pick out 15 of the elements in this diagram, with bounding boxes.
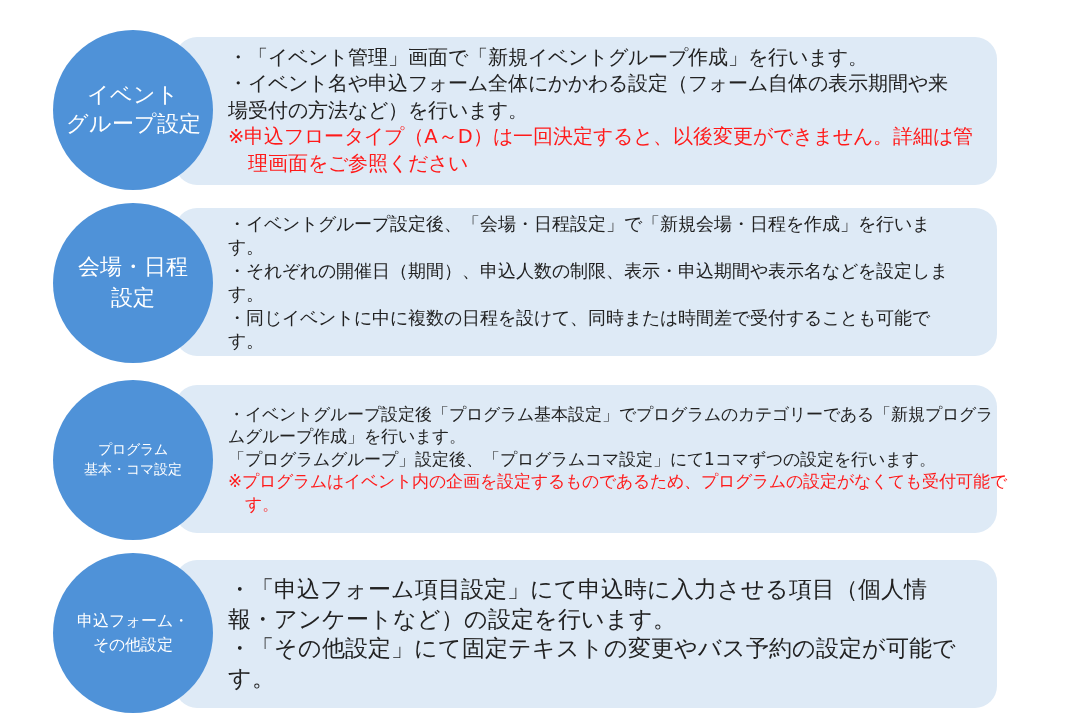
step-circle: イベントグループ設定: [53, 30, 213, 190]
step-circle: 会場・日程設定: [53, 203, 213, 363]
description-text: ・イベント名や申込フォーム全体にかかわる設定（フォーム自体の表示期間や来場受付の方法など）を行います。: [228, 71, 949, 124]
note-text: ※申込フロータイプ（A～D）は一回決定すると、以後変更ができません。詳細は管理画面をご参照ください: [228, 124, 974, 177]
description-text: ・「その他設定」にて固定テキストの変更やバス予約の設定が可能です。: [228, 634, 957, 693]
step-circle: 申込フォーム・その他設定: [53, 553, 213, 713]
description-text: ・「申込フォーム項目設定」にて申込時に入力させる項目（個人情報・アンケートなど）の設定を行います。: [228, 575, 928, 634]
description-text: ・同じイベントに中に複数の日程を設けて、同時または時間差で受付することも可能です。: [228, 305, 931, 353]
description-text: 「プログラムグループ」設定後、「プログラムコマ設定」にて1コマずつの設定を行います。: [228, 447, 937, 471]
note-text: ※プログラムはイベント内の企画を設定するものであるため、プログラムの設定がなくても受付可能です。: [228, 470, 1009, 516]
description-text: ・それぞれの開催日（期間）、申込人数の制限、表示・申込期間や表示名などを設定します。: [228, 258, 949, 306]
description-text: ・イベントグループ設定後、「会場・日程設定」で「新規会場・日程を作成」を行います。: [228, 211, 931, 259]
step-circle: プログラム基本・コマ設定: [53, 380, 213, 540]
description-text: ・イベントグループ設定後「プログラム基本設定」でプログラムのカテゴリーである「新規プログラムグループ作成」を行います。: [228, 402, 994, 448]
description-text: ・「イベント管理」画面で「新規イベントグループ作成」を行います。: [228, 44, 869, 71]
